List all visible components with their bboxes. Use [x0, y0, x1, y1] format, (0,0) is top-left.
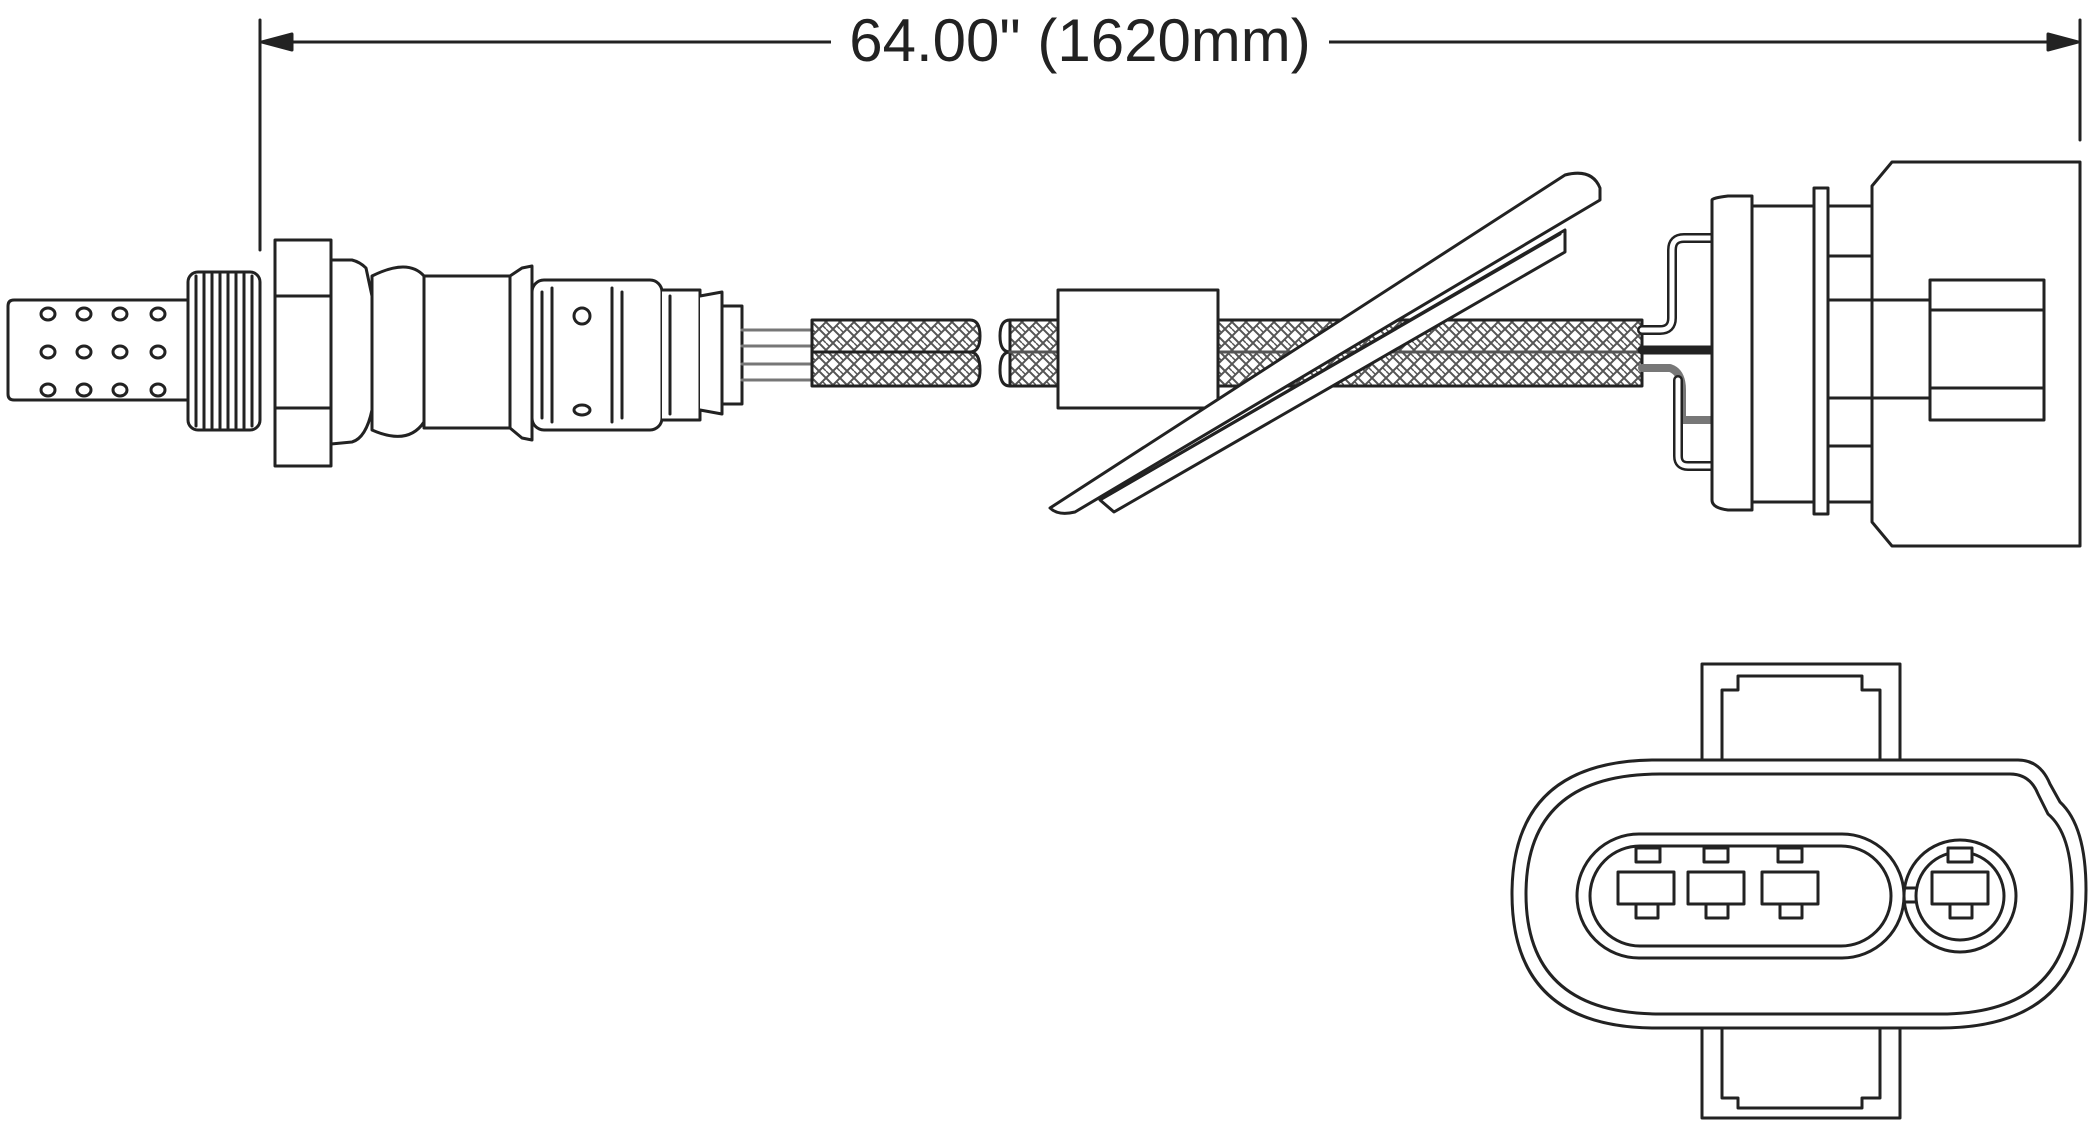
terminal-1	[1616, 846, 1676, 920]
terminal-2	[1686, 846, 1746, 920]
connector-wires	[1637, 233, 1717, 471]
connector-side-view	[1710, 160, 2082, 548]
thread-lines	[194, 272, 254, 430]
mounting-clip	[1048, 171, 1602, 515]
terminal-4	[1930, 846, 1990, 920]
terminal-3	[1760, 846, 1820, 920]
connector-face-view	[1510, 662, 2088, 1120]
braided-sleeve-left	[810, 318, 982, 388]
sleeve-block	[1056, 288, 1220, 410]
cable-break	[998, 318, 1012, 388]
tip-holes	[39, 306, 167, 398]
sensor-probe	[6, 238, 814, 468]
